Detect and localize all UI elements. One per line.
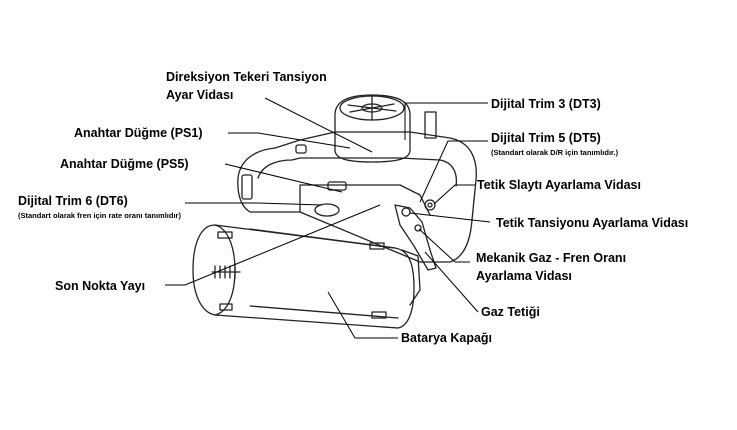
label-trigger-tension: Tetik Tansiyonu Ayarlama Vidası <box>496 216 689 230</box>
leader-end-spring <box>165 204 381 286</box>
leader-ps5 <box>224 163 343 193</box>
transmitter-body <box>237 131 477 263</box>
label-throttle-trigger: Gaz Tetiği <box>481 305 540 319</box>
steering-wheel-housing <box>334 94 411 163</box>
label-battery-cover: Batarya Kapağı <box>401 331 493 345</box>
trigger-tension-screw <box>401 207 411 217</box>
leader-dt6 <box>185 202 323 206</box>
label-dt6-note: (Standart olarak fren için rate oranı ta… <box>18 211 181 220</box>
leader-dt5 <box>419 140 488 203</box>
label-dt5: Dijital Trim 5 (DT5) <box>491 131 601 145</box>
throttle-trigger <box>394 204 437 271</box>
leader-steering-tension <box>264 97 373 153</box>
mech-ratio-screw <box>414 224 422 232</box>
ps5-button <box>327 181 347 191</box>
label-trigger-slide: Tetik Slaytı Ayarlama Vidası <box>477 178 641 192</box>
leader-battery-cover <box>327 291 398 339</box>
dt3-switch <box>424 111 437 139</box>
leader-trigger-tension <box>409 212 491 223</box>
label-dt6: Dijital Trim 6 (DT6) <box>18 194 128 208</box>
leader-mech-ratio <box>418 228 470 263</box>
label-end-spring: Son Nokta Yayı <box>55 279 146 293</box>
label-dt3: Dijital Trim 3 (DT3) <box>491 97 601 111</box>
ps1-button <box>295 144 307 154</box>
label-steering-tension-2: Ayar Vidası <box>166 88 234 102</box>
label-mech-ratio-2: Ayarlama Vidası <box>476 269 572 283</box>
label-ps1: Anahtar Düğme (PS1) <box>74 126 203 140</box>
label-dt5-note: (Standart olarak D/R için tanımlıdır.) <box>491 148 619 157</box>
dt6-switch <box>314 203 340 217</box>
label-ps5: Anahtar Düğme (PS5) <box>60 157 189 171</box>
leader-ps1 <box>228 132 351 149</box>
leader-trigger-slide <box>433 184 475 205</box>
trigger-slide-screw <box>424 199 436 211</box>
label-mech-ratio: Mekanik Gaz - Fren Oranı <box>476 251 627 265</box>
leader-dt3 <box>404 102 488 140</box>
end-spring <box>211 265 241 279</box>
label-steering-tension: Direksiyon Tekeri Tansiyon <box>166 70 327 84</box>
leader-throttle-trigger <box>424 251 479 313</box>
battery-cover <box>192 224 415 329</box>
